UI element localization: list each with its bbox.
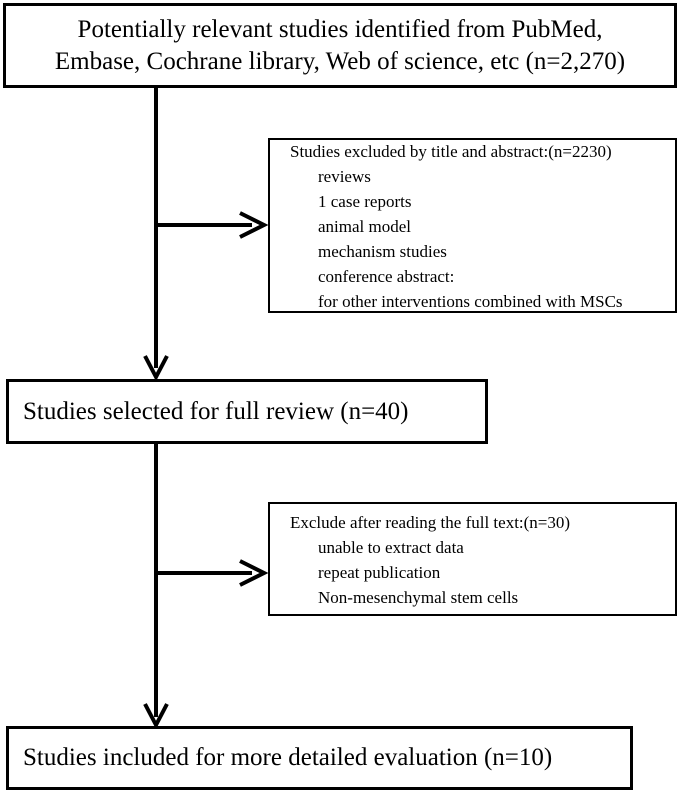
node-excluded-title-abstract-item: 1 case reports [318,192,412,211]
node-full-review-line-1: Studies selected for full review (n=40) [23,397,409,425]
node-included: Studies included for more detailed evalu… [6,726,633,790]
node-excluded-title-abstract-item: mechanism studies [318,242,447,261]
node-excluded-title-abstract-item: animal model [318,217,412,236]
arrowhead-down-to-included [143,703,169,730]
node-excluded-full-text-item: Non-mesenchymal stem cells [318,588,519,607]
node-included-line-1: Studies included for more detailed evalu… [23,744,553,771]
arrowhead-right-excluded-full-text [239,559,269,587]
node-excluded-title-abstract-item: conference abstract: [318,267,455,286]
node-excluded-full-text-item: unable to extract data [318,538,464,557]
arrowhead-right-excluded-title-abstract [239,211,269,239]
node-identification: Potentially relevant studies identified … [3,3,677,88]
node-excluded-full-text: Exclude after reading the full text:(n=3… [268,502,677,616]
node-identification-line-2: Embase, Cochrane library, Web of science… [54,47,626,75]
node-identification-line-1: Potentially relevant studies identified … [77,15,603,43]
node-excluded-title-abstract-content: Studies excluded by title and abstract:(… [270,137,675,314]
node-excluded-title-abstract: Studies excluded by title and abstract:(… [268,138,677,313]
node-excluded-full-text-item: repeat publication [318,563,441,582]
node-excluded-title-abstract-item: for other interventions combined with MS… [318,292,623,311]
node-excluded-title-abstract-item: reviews [318,167,371,186]
node-excluded-full-text-content: Exclude after reading the full text:(n=3… [270,508,675,610]
node-excluded-title-abstract-header: Studies excluded by title and abstract:(… [290,142,612,161]
node-excluded-full-text-header: Exclude after reading the full text:(n=3… [290,513,571,532]
arrowhead-down-to-full-review [143,355,169,382]
node-full-review: Studies selected for full review (n=40) [6,379,488,444]
